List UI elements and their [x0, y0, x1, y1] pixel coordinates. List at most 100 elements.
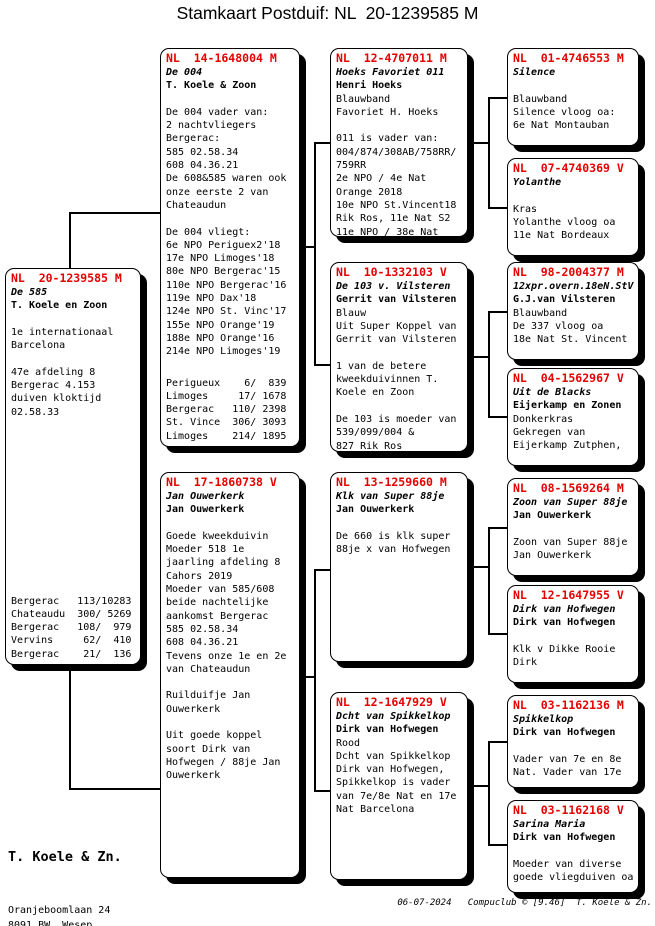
ring-number: NL 07-4740369 V — [513, 161, 624, 175]
loft-address: Oranjeboomlaan 24 8091 BW Wesep Tel.:038… — [8, 905, 111, 926]
pigeon-name: Klk van Super 88je — [336, 491, 445, 502]
connector-line — [488, 527, 490, 635]
pedigree-box-ggp-8: NL 03-1162168 V Sarina Maria Dirk van Ho… — [507, 800, 639, 893]
pigeon-name: Jan Ouwerkerk — [166, 491, 245, 502]
pedigree-box-subject: NL 20-1239585 M De 585 T. Koele en Zoon … — [5, 268, 141, 665]
connector-line — [488, 741, 490, 846]
pigeon-name: Uit de Blacks — [513, 387, 592, 398]
connector-line — [69, 663, 71, 790]
connector-line — [314, 790, 330, 792]
connector-line — [300, 246, 314, 248]
page-title: Stamkaart Postduif: NL 20-1239585 M — [176, 3, 479, 23]
box-notes: Blauwband Favoriet H. Hoeks 011 is vader… — [336, 93, 457, 237]
pigeon-name: Zoon van Super 88je — [513, 497, 628, 508]
connector-line — [488, 633, 507, 635]
pigeon-name: De 585 — [11, 287, 48, 298]
ring-number: NL 14-1648004 M — [166, 51, 277, 65]
pedigree-box-ggp-3: NL 98-2004377 M 12xpr.overn.18eN.StV G.J… — [507, 262, 639, 360]
ring-number: NL 04-1562967 V — [513, 371, 624, 385]
connector-line — [488, 527, 507, 529]
connector-line — [488, 311, 507, 313]
pedigree-box-mother: NL 17-1860738 V Jan Ouwerkerk Jan Ouwerk… — [160, 472, 300, 878]
connector-line — [468, 566, 488, 568]
box-notes: Donkerkras Gekregen van Eijerkamp Zutphe… — [513, 413, 622, 452]
pedigree-box-father: NL 14-1648004 M De 004 T. Koele & Zoon D… — [160, 48, 300, 447]
box-notes: Moeder van diverse goede vliegduiven oa — [513, 858, 634, 884]
connector-line — [300, 676, 314, 678]
box-notes: Blauw Uit Super Koppel van Gerrit van Vi… — [336, 307, 457, 452]
pigeon-name: Hoeks Favoriet 011 — [336, 67, 445, 78]
connector-line — [314, 364, 330, 366]
ring-number: NL 17-1860738 V — [166, 475, 277, 489]
pedigree-box-ggp-1: NL 01-4746553 M Silence Blauwband Silenc… — [507, 48, 639, 146]
race-results: Bergerac 113/10283 Chateaudu 300/ 5269 B… — [11, 595, 132, 660]
owner-name: Eijerkamp en Zonen — [513, 400, 622, 412]
box-notes: Klk v Dikke Rooie Dirk — [513, 643, 616, 669]
ring-number: NL 08-1569264 M — [513, 481, 624, 495]
connector-line — [468, 785, 488, 787]
pigeon-name: De 103 v. Vilsteren — [336, 281, 451, 292]
connector-line — [488, 97, 507, 99]
owner-name: Jan Ouwerkerk — [166, 504, 245, 516]
box-notes: 1e internationaal Barcelona 47e afdeling… — [11, 326, 114, 418]
owner-name: Dirk van Hofwegen — [513, 617, 616, 629]
pedigree-box-mother-father: NL 13-1259660 M Klk van Super 88je Jan O… — [330, 472, 468, 662]
owner-name: Gerrit van Vilsteren — [336, 294, 457, 306]
connector-line — [488, 416, 507, 418]
pedigree-box-father-mother: NL 10-1332103 V De 103 v. Vilsteren Gerr… — [330, 262, 468, 452]
box-notes: Blauwband De 337 vloog oa 18e Nat St. Vi… — [513, 307, 628, 346]
owner-name — [513, 189, 633, 202]
owner-name: Jan Ouwerkerk — [513, 510, 592, 522]
ring-number: NL 12-4707011 M — [336, 51, 447, 65]
pigeon-name: Dirk van Hofwegen — [513, 604, 616, 615]
box-notes: De 004 vader van: 2 nachtvliegers Berger… — [166, 106, 287, 358]
owner-name: T. Koele & Zoon — [166, 80, 257, 92]
ring-number: NL 13-1259660 M — [336, 475, 447, 489]
pedigree-box-ggp-4: NL 04-1562967 V Uit de Blacks Eijerkamp … — [507, 368, 639, 466]
pigeon-name: Sarina Maria — [513, 819, 586, 830]
box-notes: Blauwband Silence vloog oa: 6e Nat Monta… — [513, 93, 616, 132]
box-notes: Kras Yolanthe vloog oa 11e Nat Bordeaux — [513, 203, 616, 242]
pedigree-box-mother-mother: NL 12-1647929 V Dcht van Spikkelkop Dirk… — [330, 692, 468, 880]
software-credit: 06-07-2024 Compuclub © [9.46] T. Koele &… — [397, 898, 652, 908]
owner-name: Dirk van Hofwegen — [336, 724, 439, 736]
ring-number: NL 98-2004377 M — [513, 265, 624, 279]
owner-name: Dirk van Hofwegen — [513, 727, 616, 739]
owner-name: Jan Ouwerkerk — [336, 504, 415, 516]
owner-name: G.J.van Vilsteren — [513, 294, 616, 306]
loft-name: T. Koele & Zn. — [8, 849, 122, 865]
pigeon-name: Spikkelkop — [513, 714, 574, 725]
ring-number: NL 01-4746553 M — [513, 51, 624, 65]
pigeon-name: Silence — [513, 67, 556, 78]
connector-line — [314, 569, 330, 571]
connector-line — [488, 844, 507, 846]
pigeon-name: Dcht van Spikkelkop — [336, 711, 451, 722]
connector-line — [488, 207, 507, 209]
pigeon-name: 12xpr.overn.18eN.StV — [513, 281, 634, 292]
connector-line — [488, 741, 507, 743]
owner-name — [513, 79, 633, 92]
connector-line — [314, 142, 330, 144]
ring-number: NL 12-1647955 V — [513, 588, 624, 602]
ring-number: NL 20-1239585 M — [11, 271, 122, 285]
connector-line — [69, 212, 71, 270]
ring-number: NL 12-1647929 V — [336, 695, 447, 709]
box-notes: Rood Dcht van Spikkelkop Dirk van Hofweg… — [336, 737, 457, 816]
owner-name: Henri Hoeks — [336, 80, 403, 92]
race-results: Perigueux 6/ 839 Limoges 17/ 1678 Berger… — [166, 377, 287, 442]
ring-number: NL 03-1162136 M — [513, 698, 624, 712]
pigeon-name: Yolanthe — [513, 177, 562, 188]
connector-line — [69, 788, 160, 790]
box-notes: Goede kweekduivin Moeder 518 1e jaarling… — [166, 530, 287, 782]
pedigree-box-ggp-5: NL 08-1569264 M Zoon van Super 88je Jan … — [507, 478, 639, 576]
box-notes: Zoon van Super 88je Jan Ouwerkerk — [513, 536, 628, 562]
connector-line — [314, 569, 316, 792]
connector-line — [488, 97, 490, 209]
ring-number: NL 03-1162168 V — [513, 803, 624, 817]
connector-line — [69, 212, 160, 214]
box-notes: Vader van 7e en 8e Nat. Vader van 17e — [513, 753, 622, 779]
connector-line — [468, 142, 488, 144]
pigeon-name: De 004 — [166, 67, 203, 78]
pedigree-box-ggp-2: NL 07-4740369 V Yolanthe Kras Yolanthe v… — [507, 158, 639, 256]
